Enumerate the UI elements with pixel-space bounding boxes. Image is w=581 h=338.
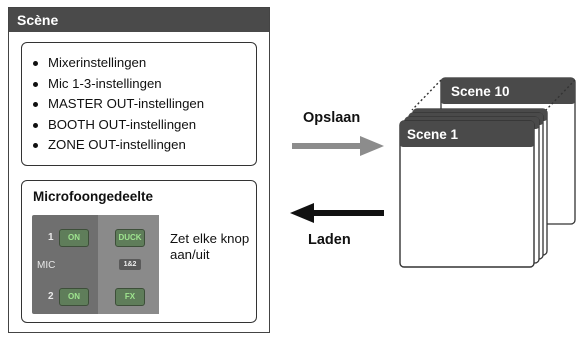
- settings-list: Mixerinstellingen Mic 1-3-instellingen M…: [22, 43, 256, 156]
- fx-button[interactable]: FX: [115, 288, 145, 306]
- mic-mixer-panel-image: 1 MIC 2 ON ON DUCK 1&2 FX: [32, 215, 159, 314]
- mic-description: Zet elke knop aan/uit: [170, 231, 250, 262]
- scene-panel: Scène Mixerinstellingen Mic 1-3-instelli…: [8, 7, 270, 333]
- scene-1-label: Scene 1: [407, 127, 459, 142]
- settings-list-box: Mixerinstellingen Mic 1-3-instellingen M…: [21, 42, 257, 166]
- list-item: BOOTH OUT-instellingen: [33, 115, 256, 136]
- link-1-2-tag: 1&2: [119, 259, 141, 270]
- list-item: ZONE OUT-instellingen: [33, 135, 256, 156]
- mic-label: MIC: [37, 260, 56, 271]
- channel-1-label: 1: [48, 232, 54, 243]
- on-button-1[interactable]: ON: [59, 229, 89, 247]
- list-item: Mixerinstellingen: [33, 53, 256, 74]
- on-button-2[interactable]: ON: [59, 288, 89, 306]
- list-item: Mic 1-3-instellingen: [33, 74, 256, 95]
- duck-button[interactable]: DUCK: [115, 229, 145, 247]
- channel-2-label: 2: [48, 291, 54, 302]
- scene-10-label: Scene 10: [451, 84, 510, 99]
- save-label: Opslaan: [303, 110, 361, 126]
- scene-panel-title: Scène: [9, 8, 269, 32]
- save-arrow-icon: [292, 136, 384, 156]
- mic-section-title: Microfoongedeelte: [33, 189, 154, 204]
- mic-section-box: Microfoongedeelte 1 MIC 2 ON ON DUCK 1&2…: [21, 180, 257, 323]
- load-arrow-icon: [290, 203, 384, 223]
- list-item: MASTER OUT-instellingen: [33, 94, 256, 115]
- load-label: Laden: [308, 232, 351, 248]
